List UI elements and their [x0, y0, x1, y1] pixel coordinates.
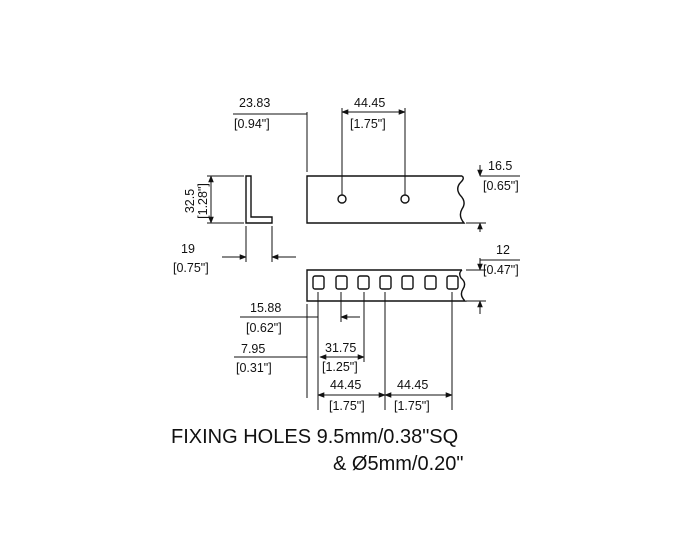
dim-44-45-top-mm: 44.45	[354, 96, 385, 110]
square-hole-6	[424, 275, 437, 290]
round-hole-2	[400, 194, 410, 204]
caption-line-1: FIXING HOLES 9.5mm/0.38"SQ	[171, 426, 458, 448]
dim-31-75-mm: 31.75	[325, 341, 356, 355]
dim-hole-16-5: 16.5 [0.65"]	[466, 159, 520, 232]
strip-round-holes	[306, 175, 466, 224]
dim-31-75-in: [1.25"]	[322, 360, 358, 374]
caption-line-2: & Ø5mm/0.20"	[333, 453, 463, 475]
dim-height-32-5: 32.5 [1.28"]	[183, 175, 244, 224]
dim-44-45-left-in: [1.75"]	[329, 399, 365, 413]
dim-pitch-bottom: 44.45 [1.75"] 44.45 [1.75"]	[317, 292, 453, 413]
dim-15-88-mm: 15.88	[250, 301, 281, 315]
dim-16-5-in: [0.65"]	[483, 179, 519, 193]
dim-44-45-right-mm: 44.45	[397, 378, 428, 392]
dim-32-5-in: [1.28"]	[196, 183, 210, 219]
dim-23-83-mm: 23.83	[239, 96, 270, 110]
dim-flange-23-83: 23.83 [0.94"]	[233, 96, 308, 172]
dim-width-19: 19 [0.75"]	[173, 226, 296, 275]
dim-offset-7-95: 7.95 [0.31"]	[234, 342, 307, 375]
dim-12-mm: 12	[496, 243, 510, 257]
dim-32-5-mm: 32.5	[183, 189, 197, 213]
dim-44-45-top-in: [1.75"]	[350, 117, 386, 131]
square-hole-2	[335, 275, 348, 290]
caption: FIXING HOLES 9.5mm/0.38"SQ & Ø5mm/0.20"	[171, 426, 463, 475]
dim-offset-15-88: 15.88 [0.62"]	[240, 292, 360, 410]
dim-44-45-right-in: [1.75"]	[394, 399, 430, 413]
square-hole-5	[401, 275, 414, 290]
angle-profile	[245, 175, 273, 224]
dim-hole-12: 12 [0.47"]	[466, 243, 520, 314]
dim-12-in: [0.47"]	[483, 263, 519, 277]
dim-19-mm: 19	[181, 242, 195, 256]
square-hole-1	[312, 275, 325, 290]
strip-square-holes	[306, 269, 467, 302]
square-hole-3	[357, 275, 370, 290]
square-hole-7	[446, 275, 459, 290]
dim-16-5-mm: 16.5	[488, 159, 512, 173]
dim-19-in: [0.75"]	[173, 261, 209, 275]
dim-7-95-in: [0.31"]	[236, 361, 272, 375]
square-hole-4	[379, 275, 392, 290]
dim-15-88-in: [0.62"]	[246, 321, 282, 335]
round-hole-1	[337, 194, 347, 204]
dim-spacing-31-75: 31.75 [1.25"]	[319, 292, 365, 374]
dim-44-45-left-mm: 44.45	[330, 378, 361, 392]
dim-7-95-mm: 7.95	[241, 342, 265, 356]
dim-23-83-in: [0.94"]	[234, 117, 270, 131]
dim-pitch-top: 44.45 [1.75"]	[341, 96, 406, 195]
